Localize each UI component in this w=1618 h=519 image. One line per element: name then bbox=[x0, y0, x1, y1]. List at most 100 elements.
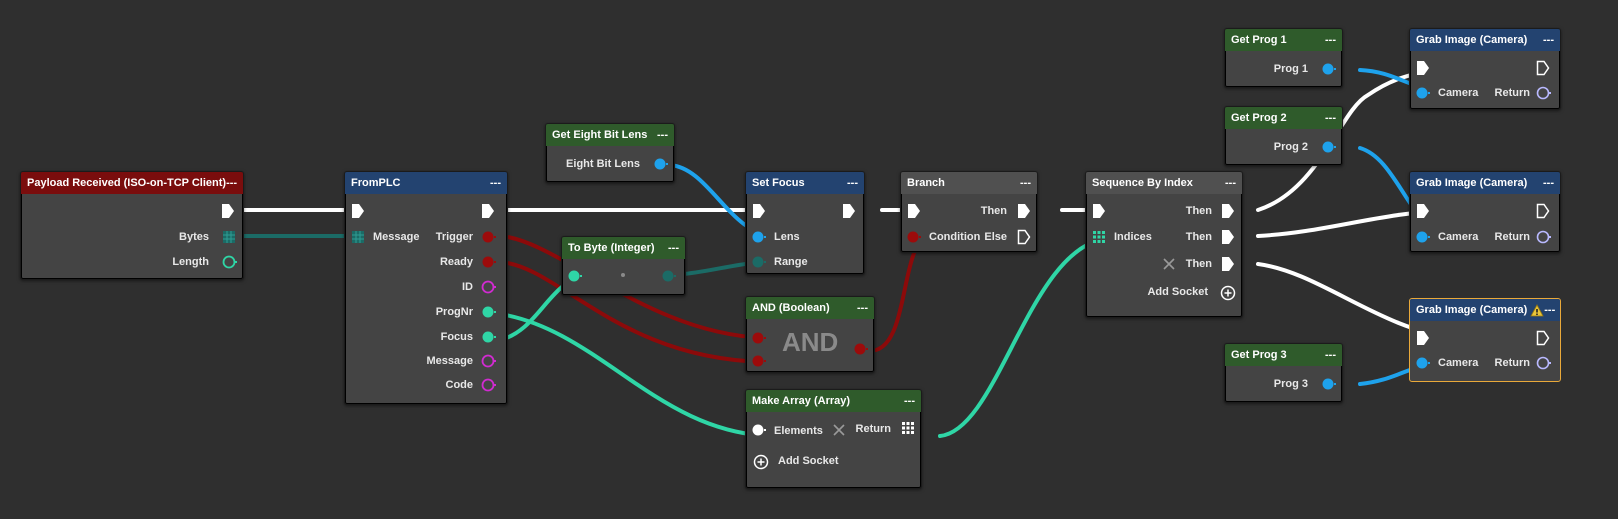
length-out-socket[interactable] bbox=[222, 254, 238, 270]
node-header[interactable]: Grab Image (Camera) --- bbox=[1410, 172, 1560, 194]
node-from-plc[interactable]: FromPLC --- Message Trigger Ready ID Pro… bbox=[344, 171, 508, 405]
return-out-socket[interactable] bbox=[1536, 355, 1552, 371]
node-get-prog-3[interactable]: Get Prog 3 --- Prog 3 bbox=[1224, 343, 1343, 403]
node-header[interactable]: Payload Received (ISO-on-TCP Client) --- bbox=[21, 172, 243, 194]
message-in-socket[interactable] bbox=[351, 230, 365, 244]
then-3-exec-out-socket[interactable] bbox=[1221, 256, 1235, 272]
node-grab-image-2[interactable]: Grab Image (Camera) --- Camera Return bbox=[1409, 171, 1561, 253]
node-menu-button[interactable]: --- bbox=[847, 177, 858, 189]
node-menu-button[interactable]: --- bbox=[857, 302, 868, 314]
exec-out-socket[interactable] bbox=[1536, 203, 1550, 219]
node-header[interactable]: Get Prog 2 --- bbox=[1225, 107, 1342, 129]
camera-in-socket[interactable] bbox=[1415, 85, 1431, 101]
exec-in-socket[interactable] bbox=[1416, 60, 1430, 76]
b-in-socket[interactable] bbox=[751, 353, 767, 369]
node-menu-button[interactable]: --- bbox=[1543, 177, 1554, 189]
byte-out-socket[interactable] bbox=[661, 268, 677, 284]
ready-out-socket[interactable] bbox=[481, 254, 497, 270]
node-grab-image-1[interactable]: Grab Image (Camera) --- Camera Return bbox=[1409, 28, 1561, 110]
add-socket-label[interactable]: Add Socket bbox=[778, 455, 839, 467]
exec-out-socket[interactable] bbox=[221, 203, 235, 219]
lens-in-socket[interactable] bbox=[751, 229, 767, 245]
camera-in-socket[interactable] bbox=[1415, 229, 1431, 245]
node-menu-button[interactable]: --- bbox=[1225, 177, 1236, 189]
node-header[interactable]: Grab Image (Camera) --- bbox=[1410, 299, 1560, 321]
value-in-socket[interactable] bbox=[567, 268, 583, 284]
focus-out-socket[interactable] bbox=[481, 329, 497, 345]
add-socket-label[interactable]: Add Socket bbox=[1147, 286, 1208, 298]
node-to-byte-integer[interactable]: To Byte (Integer) --- bbox=[561, 236, 686, 296]
exec-out-socket[interactable] bbox=[842, 203, 856, 219]
node-header[interactable]: FromPLC --- bbox=[345, 172, 507, 194]
node-menu-button[interactable]: --- bbox=[1020, 177, 1031, 189]
node-header[interactable]: Get Prog 3 --- bbox=[1225, 344, 1342, 366]
node-get-prog-1[interactable]: Get Prog 1 --- Prog 1 bbox=[1224, 28, 1343, 88]
node-header[interactable]: AND (Boolean) --- bbox=[746, 297, 874, 319]
node-menu-button[interactable]: --- bbox=[490, 177, 501, 189]
prog-1-out-socket[interactable] bbox=[1321, 61, 1337, 77]
exec-in-socket[interactable] bbox=[907, 203, 921, 219]
node-header[interactable]: To Byte (Integer) --- bbox=[562, 237, 685, 259]
node-menu-button[interactable]: --- bbox=[1325, 112, 1336, 124]
condition-in-socket[interactable] bbox=[906, 229, 922, 245]
node-header[interactable]: Get Eight Bit Lens --- bbox=[546, 124, 674, 146]
node-header[interactable]: Branch --- bbox=[901, 172, 1037, 194]
remove-socket-icon[interactable] bbox=[1163, 258, 1175, 270]
node-header[interactable]: Set Focus --- bbox=[746, 172, 864, 194]
node-sequence-by-index[interactable]: Sequence By Index --- Then Indices Then … bbox=[1085, 171, 1243, 318]
code-out-socket[interactable] bbox=[481, 377, 497, 393]
node-get-eight-bit-lens[interactable]: Get Eight Bit Lens --- Eight Bit Lens bbox=[545, 123, 675, 183]
prognr-out-socket[interactable] bbox=[481, 304, 497, 320]
result-out-socket[interactable] bbox=[853, 341, 869, 357]
add-socket-icon[interactable] bbox=[1220, 285, 1236, 301]
node-get-prog-2[interactable]: Get Prog 2 --- Prog 2 bbox=[1224, 106, 1343, 166]
exec-out-socket[interactable] bbox=[481, 203, 495, 219]
warning-icon[interactable] bbox=[1530, 303, 1544, 317]
message-out-socket[interactable] bbox=[481, 353, 497, 369]
node-menu-button[interactable]: --- bbox=[668, 242, 679, 254]
node-make-array[interactable]: Make Array (Array) --- Elements Return A… bbox=[745, 389, 922, 489]
else-exec-out-socket[interactable] bbox=[1017, 229, 1031, 245]
then-exec-out-socket[interactable] bbox=[1017, 203, 1031, 219]
exec-in-socket[interactable] bbox=[1416, 203, 1430, 219]
return-out-socket[interactable] bbox=[1536, 85, 1552, 101]
node-branch[interactable]: Branch --- Then Condition Else bbox=[900, 171, 1038, 253]
return-out-socket[interactable] bbox=[1536, 229, 1552, 245]
eight-bit-lens-out-socket[interactable] bbox=[653, 156, 669, 172]
node-header[interactable]: Make Array (Array) --- bbox=[746, 390, 921, 412]
then-2-exec-out-socket[interactable] bbox=[1221, 229, 1235, 245]
bytes-out-socket[interactable] bbox=[222, 230, 236, 244]
node-payload-received[interactable]: Payload Received (ISO-on-TCP Client) ---… bbox=[20, 171, 244, 280]
node-header[interactable]: Get Prog 1 --- bbox=[1225, 29, 1342, 51]
elements-in-socket[interactable] bbox=[751, 422, 767, 438]
node-set-focus[interactable]: Set Focus --- Lens Range bbox=[745, 171, 865, 275]
node-menu-button[interactable]: --- bbox=[1325, 349, 1336, 361]
id-out-socket[interactable] bbox=[481, 279, 497, 295]
return-array-out-socket[interactable] bbox=[901, 421, 915, 435]
prog-3-out-socket[interactable] bbox=[1321, 376, 1337, 392]
node-menu-button[interactable]: --- bbox=[1325, 34, 1336, 46]
node-header[interactable]: Grab Image (Camera) --- bbox=[1410, 29, 1560, 51]
trigger-out-socket[interactable] bbox=[481, 229, 497, 245]
node-menu-button[interactable]: --- bbox=[226, 177, 238, 189]
a-in-socket[interactable] bbox=[751, 330, 767, 346]
prog-2-out-socket[interactable] bbox=[1321, 139, 1337, 155]
exec-in-socket[interactable] bbox=[351, 203, 365, 219]
range-in-socket[interactable] bbox=[751, 254, 767, 270]
exec-in-socket[interactable] bbox=[752, 203, 766, 219]
node-menu-button[interactable]: --- bbox=[1544, 304, 1556, 316]
node-menu-button[interactable]: --- bbox=[904, 395, 915, 407]
add-socket-icon[interactable] bbox=[753, 454, 769, 470]
node-and-boolean[interactable]: AND (Boolean) --- AND bbox=[745, 296, 875, 373]
exec-out-socket[interactable] bbox=[1536, 330, 1550, 346]
remove-socket-icon[interactable] bbox=[833, 424, 845, 436]
camera-in-socket[interactable] bbox=[1415, 355, 1431, 371]
exec-in-socket[interactable] bbox=[1092, 203, 1106, 219]
exec-out-socket[interactable] bbox=[1536, 60, 1550, 76]
exec-in-socket[interactable] bbox=[1416, 330, 1430, 346]
node-menu-button[interactable]: --- bbox=[1543, 34, 1554, 46]
node-header[interactable]: Sequence By Index --- bbox=[1086, 172, 1242, 194]
node-grab-image-3[interactable]: Grab Image (Camera) --- Camera Return bbox=[1409, 298, 1561, 382]
indices-in-socket[interactable] bbox=[1092, 230, 1106, 244]
node-menu-button[interactable]: --- bbox=[657, 129, 668, 141]
